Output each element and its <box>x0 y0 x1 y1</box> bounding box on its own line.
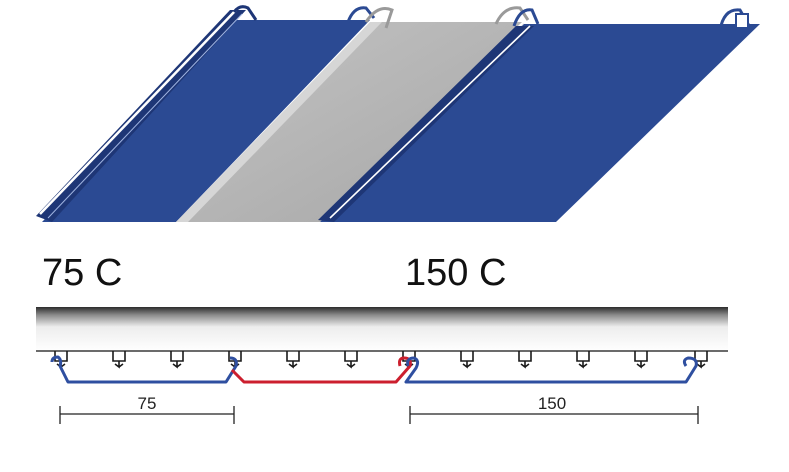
clip-hook <box>634 351 648 369</box>
profile-label-150c: 150 C <box>405 252 507 294</box>
dimension-75 <box>59 406 235 424</box>
clip-hook <box>344 351 358 369</box>
dimension-150 <box>409 406 699 424</box>
blue-panel-right <box>318 8 760 222</box>
clip-hook <box>460 351 474 369</box>
panel-illustration <box>36 5 760 222</box>
profile-cross-section <box>50 355 698 384</box>
clip-hook <box>286 351 300 369</box>
clip-hook <box>576 351 590 369</box>
clip-hook <box>170 351 184 369</box>
dimension-150-label: 150 <box>538 394 566 413</box>
clip-hook <box>694 351 708 369</box>
profile-red-grey <box>230 356 412 384</box>
mounting-rail <box>36 307 728 352</box>
clip-hooks <box>54 351 708 369</box>
blue-panel-left <box>36 5 376 222</box>
profile-label-75c: 75 C <box>42 252 123 294</box>
profile-75-blue <box>50 355 238 384</box>
clip-hook <box>112 351 126 369</box>
dimension-75-label: 75 <box>138 394 157 413</box>
clip-hook <box>518 351 532 369</box>
profile-150-blue <box>404 356 698 384</box>
